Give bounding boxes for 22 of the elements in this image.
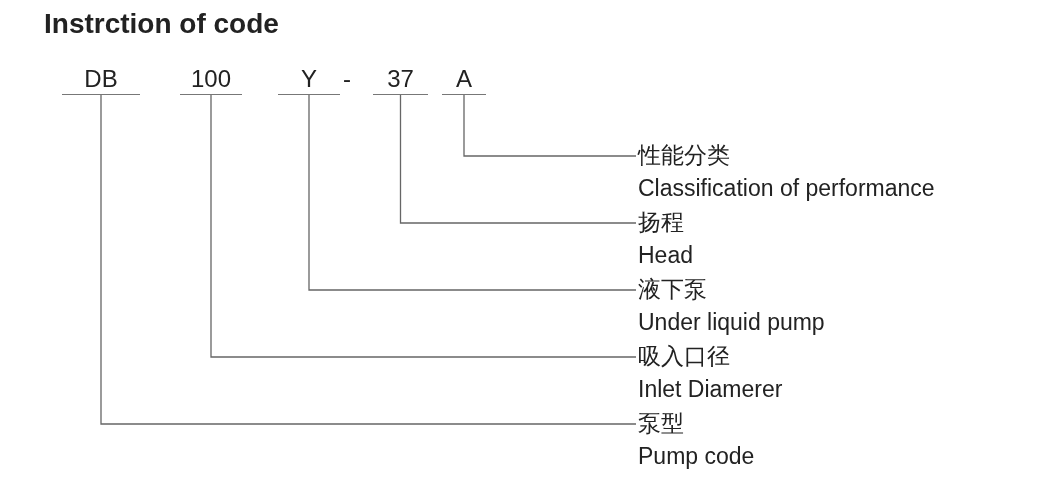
- chinese-term: 泵型: [638, 409, 685, 438]
- english-term: Inlet Diamerer: [638, 375, 783, 404]
- chinese-term: 性能分类: [638, 141, 731, 170]
- english-term: Pump code: [638, 442, 755, 471]
- leader-line: [463, 94, 637, 157]
- english-term: Under liquid pump: [638, 308, 825, 337]
- code-segment: Y: [278, 64, 340, 95]
- english-term: Classification of performance: [638, 174, 935, 203]
- leader-line: [100, 94, 637, 425]
- dash-separator: -: [343, 64, 351, 94]
- chinese-term: 吸入口径: [638, 342, 731, 371]
- code-segment: DB: [62, 64, 140, 95]
- english-term: Head: [638, 241, 693, 270]
- leader-line: [210, 94, 637, 358]
- code-segment: 100: [180, 64, 242, 95]
- chinese-term: 扬程: [638, 208, 685, 237]
- code-segment: A: [442, 64, 486, 95]
- title: Instrction of code: [44, 8, 279, 40]
- code-segment: 37: [373, 64, 428, 95]
- chinese-term: 液下泵: [638, 275, 708, 304]
- leader-line: [308, 94, 637, 291]
- leader-line: [399, 94, 637, 224]
